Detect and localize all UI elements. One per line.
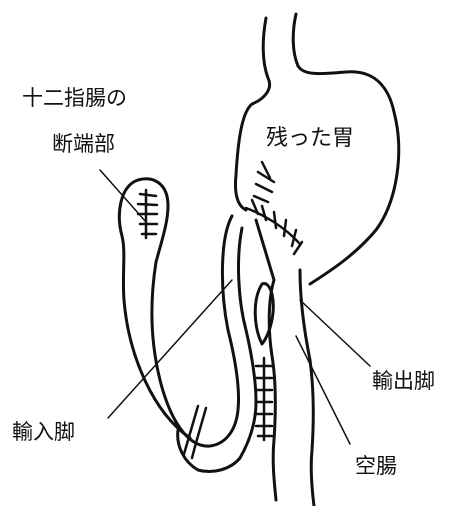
label-efferent-limb: 輸出脚 [372, 371, 435, 392]
label-duodenal-stump-line1: 十二指腸の [22, 88, 127, 109]
label-duodenal-stump-line2: 断端部 [52, 134, 115, 155]
leader-line-afferent [108, 280, 232, 418]
duodenal-stump-stitches [138, 190, 157, 238]
leader-line-duodenal-stump [100, 170, 146, 222]
afferent-limb-outline [119, 179, 256, 472]
entero-anastomosis-stitches [256, 358, 272, 440]
ligature-marks [184, 406, 206, 458]
leader-lines [100, 170, 370, 444]
anastomosis-stitches [246, 162, 302, 254]
label-afferent-limb: 輸入脚 [12, 422, 75, 443]
leader-line-jejunum [296, 336, 350, 444]
label-jejunum: 空腸 [355, 456, 397, 477]
label-remnant-stomach: 残った胃 [266, 128, 354, 150]
